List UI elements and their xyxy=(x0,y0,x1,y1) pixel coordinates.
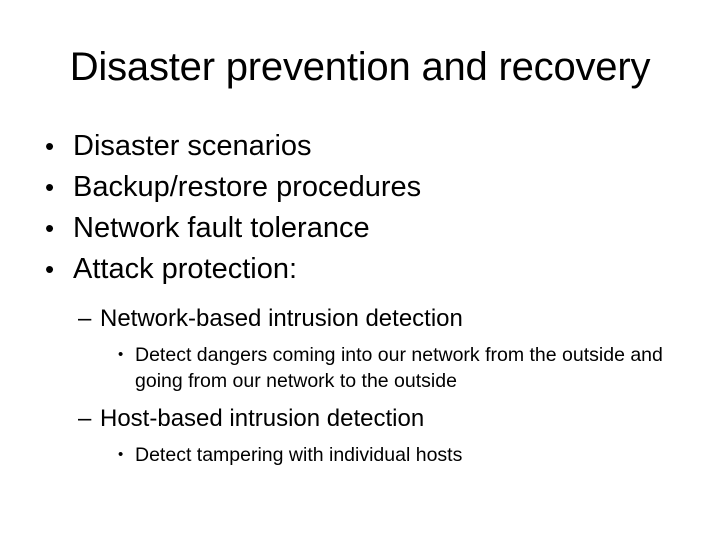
bullet-marker-dot-icon: • xyxy=(118,346,124,363)
bullet-text: Detect dangers coming into our network f… xyxy=(135,344,663,392)
vertical-spacer xyxy=(40,394,700,402)
bullet-marker-dot-icon: • xyxy=(118,446,124,463)
bullet-text: Network fault tolerance xyxy=(73,212,370,244)
bullet-marker-dot-icon: • xyxy=(45,254,55,284)
bullet-item-level3: • Detect dangers coming into our network… xyxy=(118,342,700,394)
bullet-text: Host-based intrusion detection xyxy=(100,405,425,432)
slide-title: Disaster prevention and recovery xyxy=(69,45,651,89)
bullet-item-level3: • Detect tampering with individual hosts xyxy=(118,442,700,468)
bullet-item-level2: – Host-based intrusion detection xyxy=(78,402,700,436)
bullet-item-level1: • Network fault tolerance xyxy=(40,208,700,249)
bullet-text: Detect tampering with individual hosts xyxy=(135,444,463,466)
bullet-marker-dot-icon: • xyxy=(45,213,55,243)
bullet-item-level1: • Disaster scenarios xyxy=(40,126,700,167)
bullet-text: Network-based intrusion detection xyxy=(100,305,463,332)
bullet-marker-dot-icon: • xyxy=(45,172,55,202)
bullet-text: Disaster scenarios xyxy=(73,130,312,162)
bullet-text: Backup/restore procedures xyxy=(73,171,422,203)
vertical-spacer xyxy=(40,290,700,302)
bullet-item-level1: • Backup/restore procedures xyxy=(40,167,700,208)
bullet-marker-dash-icon: – xyxy=(78,405,92,432)
bullet-item-level2: – Network-based intrusion detection xyxy=(78,302,700,336)
bullet-item-level1: • Attack protection: xyxy=(40,249,700,290)
bullet-marker-dash-icon: – xyxy=(78,305,92,332)
bullet-text: Attack protection: xyxy=(73,253,298,285)
slide-body-content: • Disaster scenarios • Backup/restore pr… xyxy=(40,126,700,468)
bullet-marker-dot-icon: • xyxy=(45,131,55,161)
